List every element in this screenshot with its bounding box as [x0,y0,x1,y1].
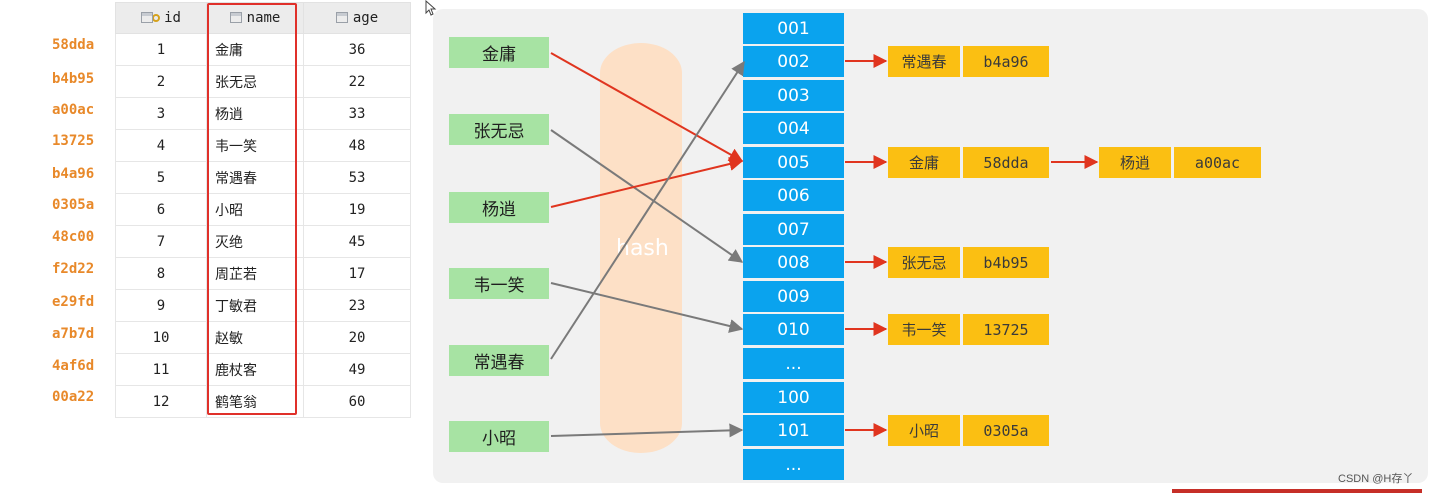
cell-age[interactable]: 60 [303,385,411,418]
cell-age[interactable]: 20 [303,321,411,354]
row-key: 13725 [52,133,95,149]
cell-age[interactable]: 48 [303,129,411,162]
row-key: 4af6d [52,358,95,374]
column-header-label: name [246,10,281,26]
row-key: 00a22 [52,389,95,405]
entry-key: a00ac [1174,147,1261,178]
hash-slot: 002 [743,46,844,77]
row-key: 48c00 [52,229,95,245]
cell-id[interactable]: 12 [115,385,207,418]
hash-slot: 006 [743,180,844,211]
row-key: b4a96 [52,166,95,182]
name-box: 张无忌 [449,114,549,145]
hash-label: hash [616,236,669,261]
hash-function-band [600,43,682,453]
mouse-cursor-icon [425,0,437,16]
row-key: 0305a [52,197,95,213]
hash-slot: 007 [743,214,844,245]
arrow-weiyixiao-to-010 [550,282,744,333]
table-column-icon [335,12,348,23]
cell-name[interactable]: 张无忌 [206,65,304,98]
row-key: a00ac [52,102,95,118]
arrow-jinyong-to-005 [550,52,744,162]
row-key: a7b7d [52,326,95,342]
row-key: 58dda [52,37,95,53]
table-header-row: id name age [115,2,411,34]
hash-slot: 009 [743,281,844,312]
name-box: 韦一笑 [449,268,549,299]
hash-slot: 003 [743,80,844,111]
entry-name: 张无忌 [888,247,960,278]
arrow-yangxiao-to-005 [550,157,744,208]
hash-slot: 004 [743,113,844,144]
hash-slot: 010 [743,314,844,345]
cell-age[interactable]: 22 [303,65,411,98]
cell-age[interactable]: 45 [303,225,411,258]
cell-name[interactable]: 金庸 [206,33,304,66]
entry-key: 0305a [963,415,1049,446]
column-header-label: id [164,10,181,26]
edge-bar [1172,489,1422,493]
name-box: 常遇春 [449,345,549,376]
arrow-changyuchun-to-002 [550,60,745,360]
arrow-xiaozhao-to-101 [550,423,744,438]
name-box: 杨逍 [449,192,549,223]
entry-key: 58dda [963,147,1049,178]
hash-slot: ... [743,449,844,480]
column-header-age[interactable]: age [303,2,411,34]
cell-name[interactable]: 常遇春 [206,161,304,194]
diagram-panel [433,9,1428,483]
hash-slot: 005 [743,147,844,178]
cell-name[interactable]: 灭绝 [206,225,304,258]
row-key: e29fd [52,294,95,310]
cell-name[interactable]: 鹿杖客 [206,353,304,386]
arrow-zhangwuji-to-008 [550,129,744,263]
hash-slot: 008 [743,247,844,278]
entry-name: 常遇春 [888,46,960,77]
cell-age[interactable]: 19 [303,193,411,226]
row-key: b4b95 [52,71,95,87]
entry-key: b4b95 [963,247,1049,278]
name-column-highlight [207,3,297,415]
primary-key-icon [152,14,161,22]
hash-slot: 100 [743,382,844,413]
column-header-id[interactable]: id [115,2,207,34]
row-key: f2d22 [52,261,95,277]
cell-age[interactable]: 17 [303,257,411,290]
hash-slot: 101 [743,415,844,446]
cell-id[interactable]: 5 [115,161,207,194]
name-box: 金庸 [449,37,549,68]
entry-name: 韦一笑 [888,314,960,345]
entry-name: 小昭 [888,415,960,446]
hash-slot: 001 [743,13,844,44]
name-box: 小昭 [449,421,549,452]
entry-name: 杨逍 [1099,147,1171,178]
cell-name[interactable]: 赵敏 [206,321,304,354]
entry-key: 13725 [963,314,1049,345]
entry-key: b4a96 [963,46,1049,77]
column-header-name[interactable]: name [206,2,304,34]
hash-slot: ... [743,348,844,379]
watermark: CSDN @H存丫 [1338,473,1414,485]
table-column-icon [229,12,242,23]
entry-name: 金庸 [888,147,960,178]
cell-id[interactable]: 2 [115,65,207,98]
table-column-icon [141,12,154,23]
column-header-label: age [352,10,379,26]
cell-id[interactable]: 10 [115,321,207,354]
